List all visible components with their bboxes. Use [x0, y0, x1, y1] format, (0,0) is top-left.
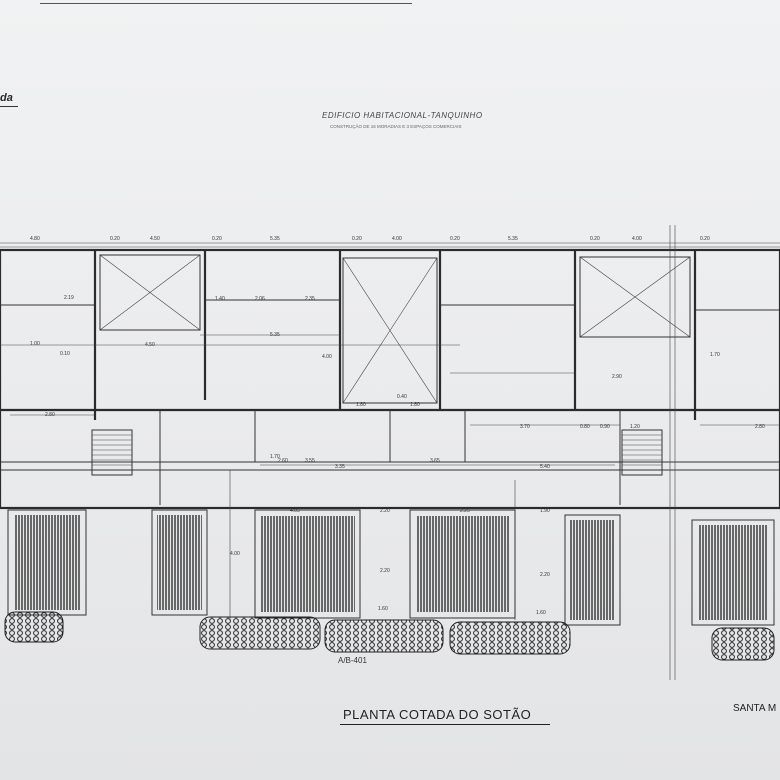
interior-dimension-label: 3.35 [335, 464, 345, 470]
interior-dimension-label: 0.10 [60, 351, 70, 357]
interior-dimension-label: 4.00 [322, 354, 332, 360]
interior-dimension-label: 2.35 [305, 296, 315, 302]
interior-dimension-label: 1.20 [630, 424, 640, 430]
interior-dimension-label: 2.60 [278, 458, 288, 464]
top-dimension-label: 5.35 [508, 236, 518, 242]
interior-dimension-label: 1.70 [710, 352, 720, 358]
interior-dimension-label: 2.80 [45, 412, 55, 418]
interior-dimension-label: 5.35 [270, 332, 280, 338]
interior-dimension-label: 3.70 [520, 424, 530, 430]
interior-dimension-label: 4.50 [145, 342, 155, 348]
top-dimension-label: 5.35 [270, 236, 280, 242]
top-dimension-label: 0.20 [110, 236, 120, 242]
interior-dimension-label: 2.06 [255, 296, 265, 302]
interior-dimension-label: 2.25 [460, 508, 470, 514]
interior-dimension-label: 2.80 [755, 424, 765, 430]
interior-dimension-label: 2.20 [540, 572, 550, 578]
plan-title-underline [340, 724, 550, 725]
corner-label-underline [0, 106, 18, 107]
street-label: SANTA M [733, 703, 777, 714]
sheet-corner-label: da [0, 92, 13, 104]
top-dimension-label: 4.80 [30, 236, 40, 242]
building-walls [0, 248, 780, 510]
interior-dimension-lines: 2.19 1.40 2.06 2.35 5.35 4.50 3.35 3.70 3.55 3.65… [0, 225, 780, 680]
top-dimension-label: 0.20 [450, 236, 460, 242]
interior-dimension-label: 1.00 [30, 341, 40, 347]
interior-dimension-label: 1.70 [270, 454, 280, 460]
interior-dimension-label: 2.19 [64, 295, 74, 301]
interior-dimension-label: 3.55 [305, 458, 315, 464]
top-dimension-label: 0.20 [212, 236, 222, 242]
top-dimension-label: 0.20 [590, 236, 600, 242]
interior-dimension-label: 0.90 [600, 424, 610, 430]
top-dimension-label: 4.50 [150, 236, 160, 242]
interior-dimension-label: 2.20 [380, 568, 390, 574]
top-dimension-label: 4.00 [632, 236, 642, 242]
interior-dimension-label: 1.80 [356, 402, 366, 408]
interior-dimension-label: 0.80 [580, 424, 590, 430]
interior-dimension-label: 3.65 [430, 458, 440, 464]
terrace-hatching [7, 509, 775, 626]
top-border-line [40, 3, 412, 4]
stairs [91, 429, 663, 476]
void-x-marks [99, 254, 691, 404]
interior-dimension-label: 2.90 [612, 374, 622, 380]
top-dimension-label: 0.20 [700, 236, 710, 242]
shrubs [4, 611, 775, 661]
drawing-reference: A/B-401 [338, 656, 367, 665]
top-dimension-label: 4.00 [392, 236, 402, 242]
interior-dimension-label: 1.90 [540, 508, 550, 514]
interior-dimension-label: 1.40 [215, 296, 225, 302]
project-title: EDIFICIO HABITACIONAL-TANQUINHO [322, 111, 483, 120]
top-dimension-lines: 4.80 0.20 4.50 0.20 5.35 0.20 4.00 0.20 5.35 0.20… [0, 236, 780, 248]
interior-dimension-label: 4.00 [230, 551, 240, 557]
interior-dimension-label: 1.60 [536, 610, 546, 616]
interior-dimension-label: 2.20 [380, 508, 390, 514]
top-dimension-label: 0.20 [352, 236, 362, 242]
interior-dimension-label: 5.40 [540, 464, 550, 470]
plan-title: PLANTA COTADA DO SOTÃO [343, 707, 532, 722]
interior-dimension-label: 4.05 [290, 508, 300, 514]
project-subtitle: CONSTRUÇÃO DE 16 MORADIAS E 3 ESPAÇOS CO… [330, 124, 462, 129]
interior-dimension-label: 1.60 [378, 606, 388, 612]
interior-dimension-label: 0.40 [397, 394, 407, 400]
interior-dimension-label: 1.80 [410, 402, 420, 408]
